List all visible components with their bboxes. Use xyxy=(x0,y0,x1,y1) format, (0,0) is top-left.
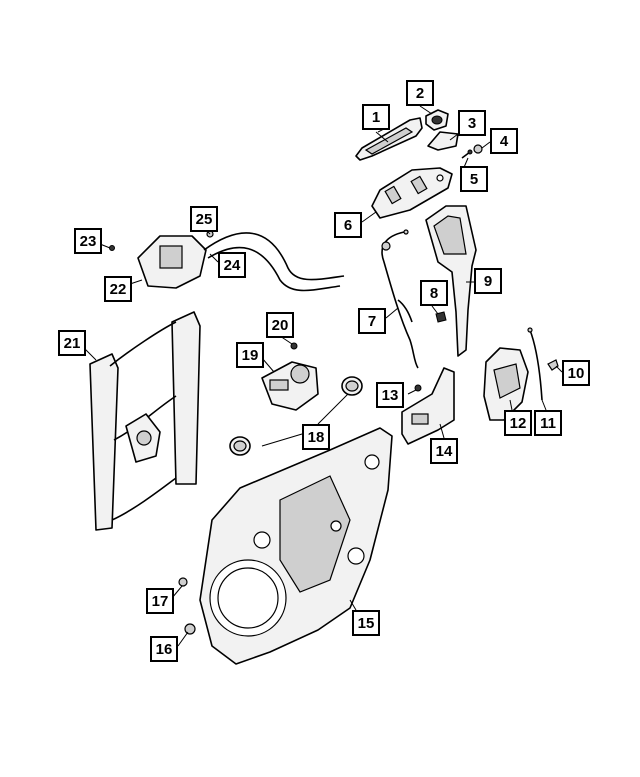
callout-1: 1 xyxy=(362,104,390,130)
callout-10: 10 xyxy=(562,360,590,386)
part-gasket xyxy=(427,131,459,151)
callout-13: 13 xyxy=(376,382,404,408)
callout-3: 3 xyxy=(458,110,486,136)
part-plug-right xyxy=(341,376,363,396)
callout-17: 17 xyxy=(146,588,174,614)
callout-5: 5 xyxy=(460,166,488,192)
part-fastener-17 xyxy=(178,577,188,587)
part-motor-screw xyxy=(290,342,298,350)
callout-12: 12 xyxy=(504,410,532,436)
part-release-cable xyxy=(381,229,419,369)
part-plug-left xyxy=(229,436,251,456)
part-handle-bracket xyxy=(371,167,453,219)
callout-19: 19 xyxy=(236,342,264,368)
part-exterior-handle xyxy=(355,117,423,161)
callout-22: 22 xyxy=(104,276,132,302)
callout-24: 24 xyxy=(218,252,246,278)
callout-4: 4 xyxy=(490,128,518,154)
callout-15: 15 xyxy=(352,610,380,636)
part-inside-handle-bracket xyxy=(401,367,455,445)
callout-6: 6 xyxy=(334,212,362,238)
callout-9: 9 xyxy=(474,268,502,294)
part-fastener-8 xyxy=(435,311,447,323)
part-window-regulator xyxy=(89,311,201,531)
part-run-channel xyxy=(425,205,477,357)
callout-14: 14 xyxy=(430,438,458,464)
part-rod xyxy=(527,327,543,401)
part-door-latch xyxy=(483,347,529,421)
part-carrier-panel xyxy=(199,427,393,665)
part-handle-cap xyxy=(425,109,449,131)
callout-20: 20 xyxy=(266,312,294,338)
callout-18: 18 xyxy=(302,424,330,450)
part-screw-23 xyxy=(109,245,115,251)
part-lock-assembly xyxy=(137,235,207,289)
callout-8: 8 xyxy=(420,280,448,306)
part-window-motor xyxy=(261,361,319,411)
callout-25: 25 xyxy=(190,206,218,232)
callout-7: 7 xyxy=(358,308,386,334)
callout-23: 23 xyxy=(74,228,102,254)
callout-21: 21 xyxy=(58,330,86,356)
part-fastener-16 xyxy=(184,623,196,635)
callout-2: 2 xyxy=(406,80,434,106)
part-nut xyxy=(473,144,483,154)
part-screw-13 xyxy=(414,384,422,392)
part-screw xyxy=(461,149,473,159)
part-lock-cables xyxy=(203,232,345,292)
callout-11: 11 xyxy=(534,410,562,436)
part-bolt-10 xyxy=(547,359,559,371)
callout-16: 16 xyxy=(150,636,178,662)
